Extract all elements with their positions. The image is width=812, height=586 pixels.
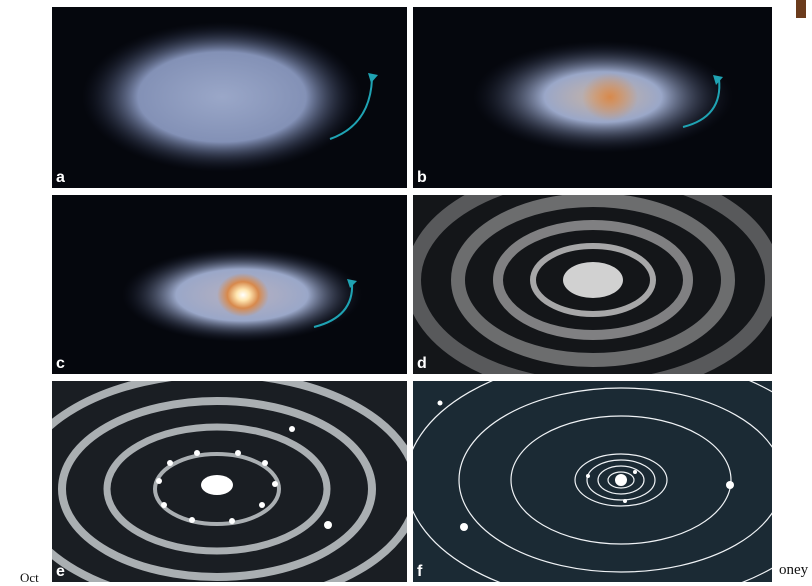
panel-b: b (413, 7, 772, 188)
title-fragment (300, 0, 630, 6)
ring-structure-image (52, 381, 407, 582)
footer-right-text: oney (779, 562, 809, 578)
panel-label: e (56, 563, 65, 580)
rotation-arrow-icon (329, 78, 373, 140)
swirling-disk-image (413, 195, 772, 374)
panel-e: e (52, 381, 407, 582)
rotation-arrow-icon (313, 282, 354, 328)
collapsing-cloud-image (413, 7, 772, 188)
panel-label: a (56, 169, 65, 186)
rotation-arrow-icon (682, 78, 721, 128)
panel-a: a (52, 7, 407, 188)
footer-left-text: Oct (20, 570, 39, 585)
panel-f: f (413, 381, 772, 582)
panel-label: c (56, 355, 65, 372)
protostar-disk-image (52, 195, 407, 374)
panel-c: c (52, 195, 407, 374)
panel-label: f (417, 563, 423, 580)
corner-mark (796, 0, 806, 18)
panel-label: b (417, 169, 427, 186)
planetary-orbits-image (413, 381, 772, 582)
panel-d: d (413, 195, 772, 374)
panel-label: d (417, 355, 427, 372)
nebula-cloud-image (52, 7, 407, 188)
